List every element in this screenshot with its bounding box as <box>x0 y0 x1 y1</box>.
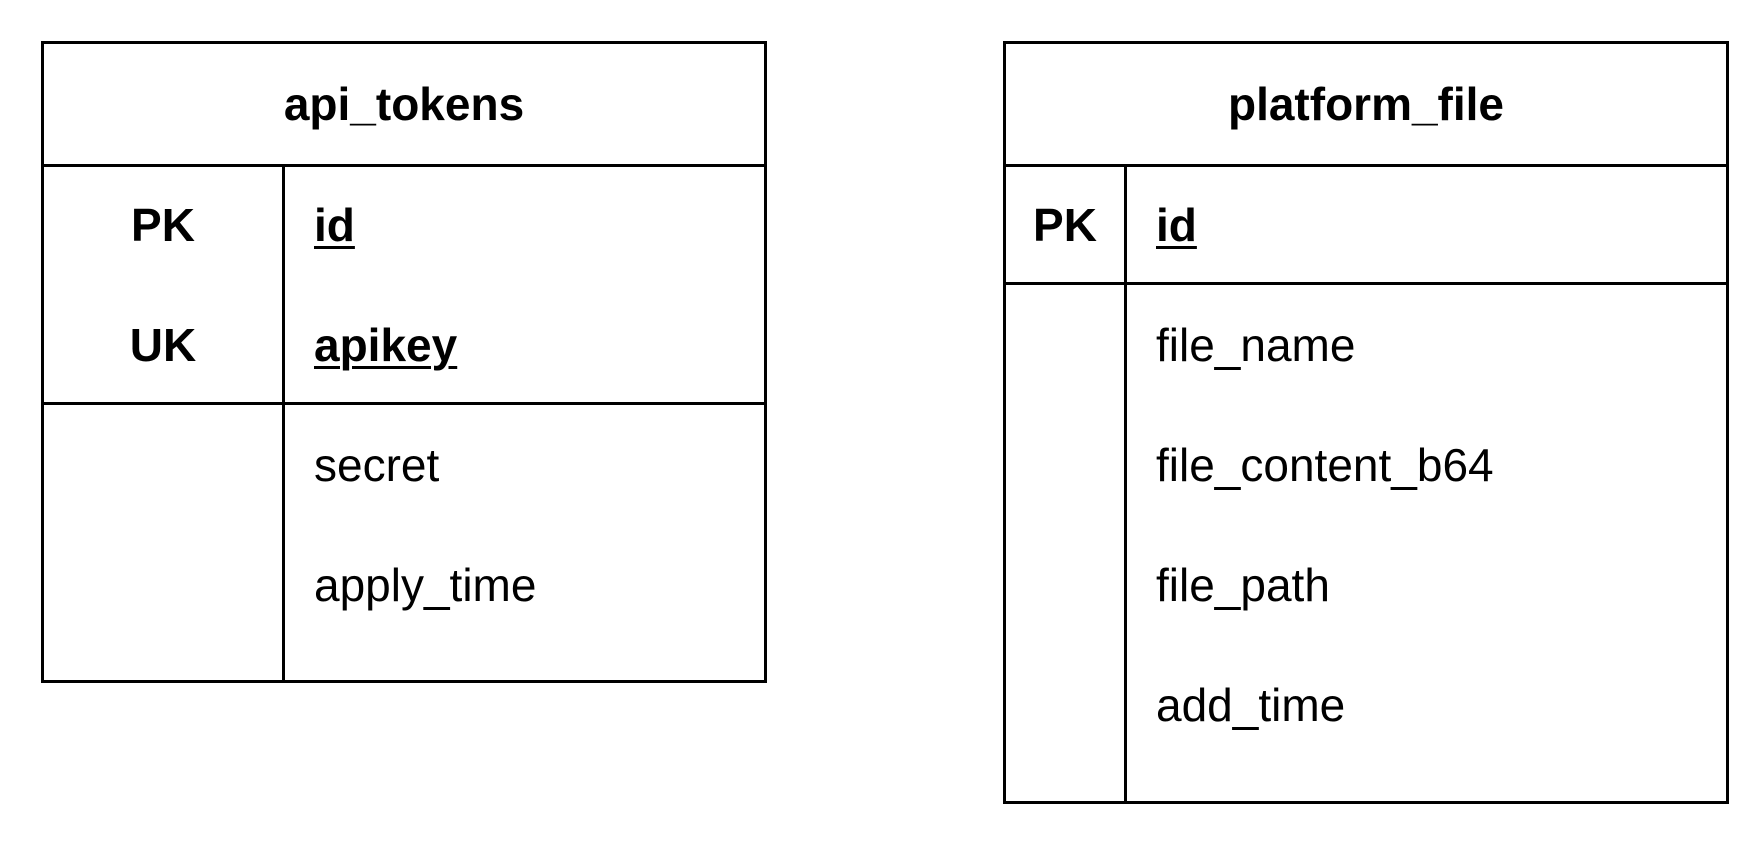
key-section-divider <box>44 402 764 405</box>
field-file-path: file_path <box>1156 559 1330 611</box>
field-file-name: file_name <box>1156 319 1356 371</box>
field-id: id <box>314 199 355 251</box>
field-apikey: apikey <box>314 319 458 371</box>
entity-title: api_tokens <box>44 44 764 167</box>
key-section-divider <box>1006 282 1726 285</box>
entity-title: platform_file <box>1006 44 1726 167</box>
field-apply-time: apply_time <box>314 559 537 611</box>
uk-label: UK <box>129 319 197 371</box>
entity-platform-file: platform_file PK id file_name file_conte… <box>1003 41 1729 804</box>
field-file-content-b64: file_content_b64 <box>1156 439 1494 491</box>
entity-api-tokens: api_tokens PK id UK apikey secret apply_… <box>41 41 767 683</box>
column-divider <box>282 164 285 680</box>
pk-label: PK <box>131 199 195 251</box>
column-divider <box>1124 164 1127 801</box>
pk-label: PK <box>1033 199 1097 251</box>
field-add-time: add_time <box>1156 679 1346 731</box>
field-secret: secret <box>314 439 440 491</box>
field-id: id <box>1156 199 1197 251</box>
